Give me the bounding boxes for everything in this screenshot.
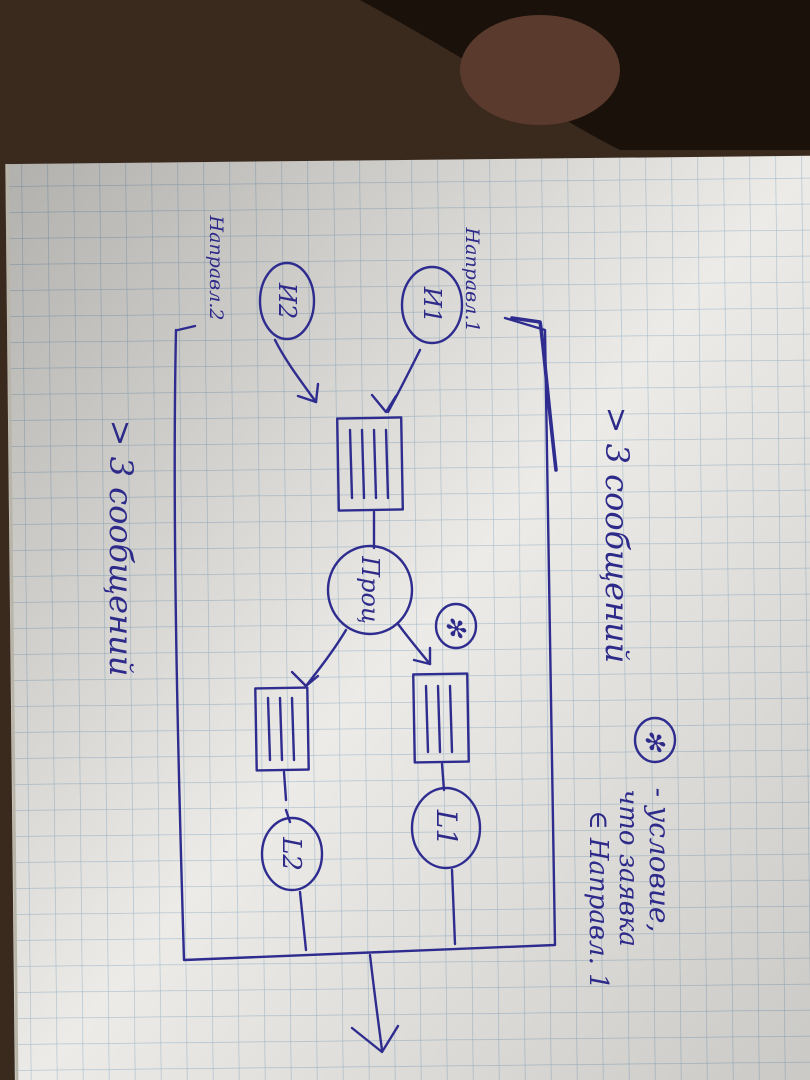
- output-arrowhead: [350, 1024, 400, 1054]
- queue-line-2-cells: [266, 696, 296, 762]
- arrow-source-2-head: [296, 382, 320, 404]
- processor-circle: [326, 544, 414, 636]
- limit-bottom-note: > 3 сообщений: [102, 420, 140, 677]
- direction-2-label: Направл.2: [205, 215, 227, 321]
- source-1: И1: [418, 286, 446, 323]
- processor: Проц: [356, 555, 384, 624]
- line-1-label: L1: [430, 809, 463, 846]
- legend-line-1: - условие,: [643, 788, 676, 933]
- queue-line-1-cells: [424, 684, 454, 754]
- arrow-source-2: [273, 338, 318, 404]
- notebook-page: [5, 155, 810, 1080]
- link-l2-out: [298, 890, 308, 952]
- legend-mark: ✻: [639, 729, 669, 753]
- source-1-circle: [400, 265, 464, 345]
- source-2: И2: [273, 282, 301, 319]
- diagram: [173, 261, 558, 1054]
- limit-top-note: > 3 сообщений: [598, 407, 636, 664]
- main-queue: [336, 416, 404, 512]
- line-2: L2: [276, 836, 306, 871]
- output-line: [368, 953, 384, 1052]
- arrow-source-1: [386, 348, 422, 414]
- condition-mark: ✻: [440, 615, 470, 639]
- condition-mark-circle: [434, 602, 478, 650]
- line-1: L1: [430, 809, 463, 846]
- arrow-to-queue-1: [396, 622, 432, 666]
- outer-frame: [173, 316, 557, 962]
- queue-line-1: [412, 672, 470, 764]
- direction-1-label: Направл.1: [461, 227, 483, 333]
- arrow-to-queue-2: [304, 628, 348, 688]
- legend-line-3: ∈ Направл. 1: [583, 810, 613, 989]
- link-l1-out: [450, 868, 457, 946]
- line-2-label: L2: [276, 836, 306, 871]
- arrow-to-queue-2-head: [290, 670, 320, 688]
- legend-line-2: что заявка: [613, 789, 643, 947]
- arrow-source-1-head: [370, 393, 398, 414]
- main-queue-cells: [348, 428, 390, 500]
- link-queue-l1: [440, 762, 446, 792]
- source-2-circle: [258, 261, 316, 341]
- link-queue-l2: [282, 770, 292, 824]
- line-1-circle: [410, 786, 482, 870]
- processor-label: Проц: [356, 555, 384, 624]
- legend: ✻ - условие, что заявка ∈ Направл. 1: [583, 716, 677, 990]
- source-1-label: И1: [418, 286, 446, 323]
- line-2-circle: [260, 816, 324, 892]
- frame-thick-edge: [510, 316, 558, 472]
- legend-mark-circle: [633, 716, 677, 764]
- queue-line-2: [254, 686, 310, 772]
- fingertip: [460, 15, 620, 125]
- arrow-to-queue-1-head: [412, 646, 432, 666]
- source-2-label: И2: [273, 282, 301, 319]
